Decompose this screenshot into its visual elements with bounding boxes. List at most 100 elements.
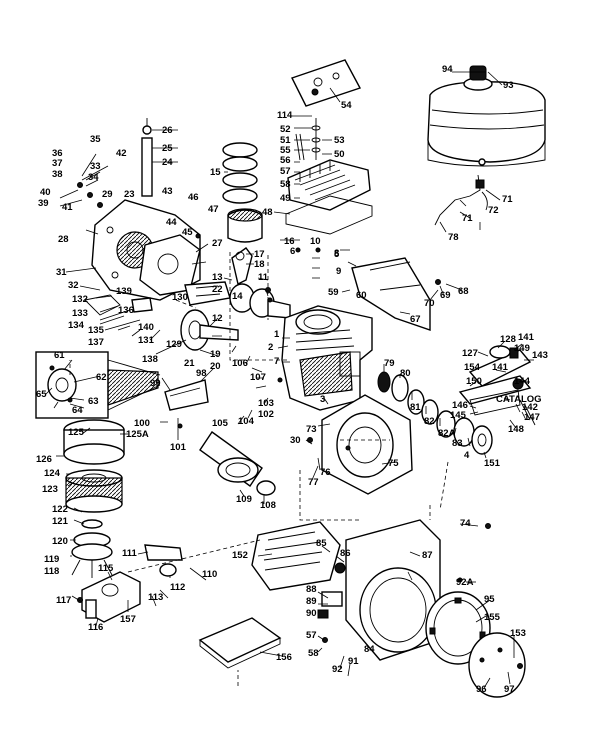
- part-label: CATALOG: [496, 394, 542, 405]
- part-label: 108: [260, 500, 276, 511]
- part-label: 22: [212, 284, 223, 295]
- part-label: 59: [328, 287, 339, 298]
- part-label: 139: [116, 286, 132, 297]
- part-label: 58: [280, 179, 291, 190]
- part-label: 80: [400, 368, 411, 379]
- part-label: 136: [118, 305, 134, 316]
- label-leaders: [45, 71, 534, 689]
- part-label: 51: [280, 135, 291, 146]
- part-label: 73: [306, 424, 317, 435]
- part-label: 138: [142, 354, 158, 365]
- part-label: 142: [522, 402, 538, 413]
- part-label: 145: [450, 410, 467, 421]
- part-label: 1: [274, 329, 280, 340]
- fuel-line: [434, 174, 488, 226]
- parts-catalog: [198, 617, 282, 669]
- cylinder-head: [287, 159, 371, 211]
- part-label: 68: [458, 286, 469, 297]
- part-label: 84: [364, 644, 375, 655]
- part-label: 149: [514, 343, 530, 354]
- part-label: 43: [162, 186, 173, 197]
- part-label: 25: [162, 143, 173, 154]
- part-label: 81: [410, 402, 421, 413]
- part-label: 13: [212, 272, 223, 283]
- part-label: 7: [274, 356, 279, 367]
- part-label: 110: [202, 569, 217, 580]
- part-label: 127: [462, 348, 478, 359]
- part-label: 120: [52, 536, 68, 547]
- part-label: 96: [476, 684, 487, 695]
- part-label: 112: [170, 582, 185, 593]
- part-label: 99: [150, 378, 161, 389]
- part-label: 32: [68, 280, 79, 291]
- part-label: 147: [524, 412, 540, 423]
- part-label: 62: [96, 372, 107, 383]
- part-label: 26: [162, 125, 173, 136]
- part-label: 83: [452, 438, 463, 449]
- part-label: 105: [212, 418, 229, 429]
- part-label: 75: [388, 458, 399, 469]
- part-label: 109: [236, 494, 252, 505]
- part-label: 156: [276, 652, 292, 663]
- crankcase-cover: [91, 199, 201, 301]
- part-label: 89: [306, 596, 317, 607]
- part-label: 135: [88, 325, 105, 336]
- part-label: 8: [334, 248, 339, 259]
- part-label: 82: [424, 416, 435, 427]
- part-label: 92A: [456, 577, 474, 588]
- grill-screen: [468, 632, 526, 698]
- part-label: 18: [254, 259, 265, 270]
- part-label: 104: [238, 416, 255, 427]
- exhaust-pipe: [199, 431, 276, 496]
- part-label: 152: [232, 550, 248, 561]
- part-label: 92: [332, 664, 343, 675]
- crankshaft: [184, 281, 291, 319]
- part-label: 72: [488, 205, 499, 216]
- part-label: 79: [384, 358, 395, 369]
- part-label: 40: [40, 187, 51, 198]
- part-label: 30: [290, 435, 301, 446]
- part-label: 53: [334, 135, 345, 146]
- part-label: 52: [280, 124, 291, 135]
- part-label: 77: [308, 477, 319, 488]
- part-label: 150: [466, 376, 482, 387]
- part-label: 137: [88, 337, 104, 348]
- part-label: 144: [514, 376, 531, 387]
- part-label: 119: [44, 554, 59, 565]
- part-label: 129: [166, 339, 182, 350]
- part-label: 141: [492, 362, 509, 373]
- part-label: 70: [424, 298, 435, 309]
- part-label: 47: [208, 204, 219, 215]
- recoil-base: [251, 521, 346, 591]
- part-label: 69: [440, 290, 451, 301]
- part-label: 125: [68, 427, 85, 438]
- part-label: 24: [162, 157, 173, 168]
- part-label: 157: [120, 614, 136, 625]
- carburetor-base: [71, 519, 113, 578]
- part-label: 113: [148, 592, 163, 603]
- part-label: 39: [38, 198, 49, 209]
- part-label: 130: [172, 292, 188, 303]
- part-label: 38: [52, 169, 63, 180]
- part-label: 33: [90, 161, 101, 172]
- part-label: 121: [52, 516, 69, 527]
- part-label: 98: [196, 368, 207, 379]
- part-label: 9: [336, 266, 341, 277]
- part-label: 103: [258, 398, 274, 409]
- part-label: 49: [280, 193, 291, 204]
- part-label: 111: [122, 548, 138, 559]
- part-label: 128: [500, 334, 516, 345]
- part-label: 146: [452, 400, 468, 411]
- part-label: 4: [464, 450, 470, 461]
- part-label: 34: [88, 172, 99, 183]
- part-label: 132: [72, 294, 88, 305]
- part-label: 55: [280, 145, 291, 156]
- piston-rings: [222, 142, 263, 243]
- part-label: 57: [280, 166, 291, 177]
- part-label: 100: [134, 418, 150, 429]
- part-label: 148: [508, 424, 524, 435]
- part-label: 42: [116, 148, 127, 159]
- part-label: 31: [56, 267, 67, 278]
- part-label: 141: [518, 332, 535, 343]
- part-label: 123: [42, 484, 58, 495]
